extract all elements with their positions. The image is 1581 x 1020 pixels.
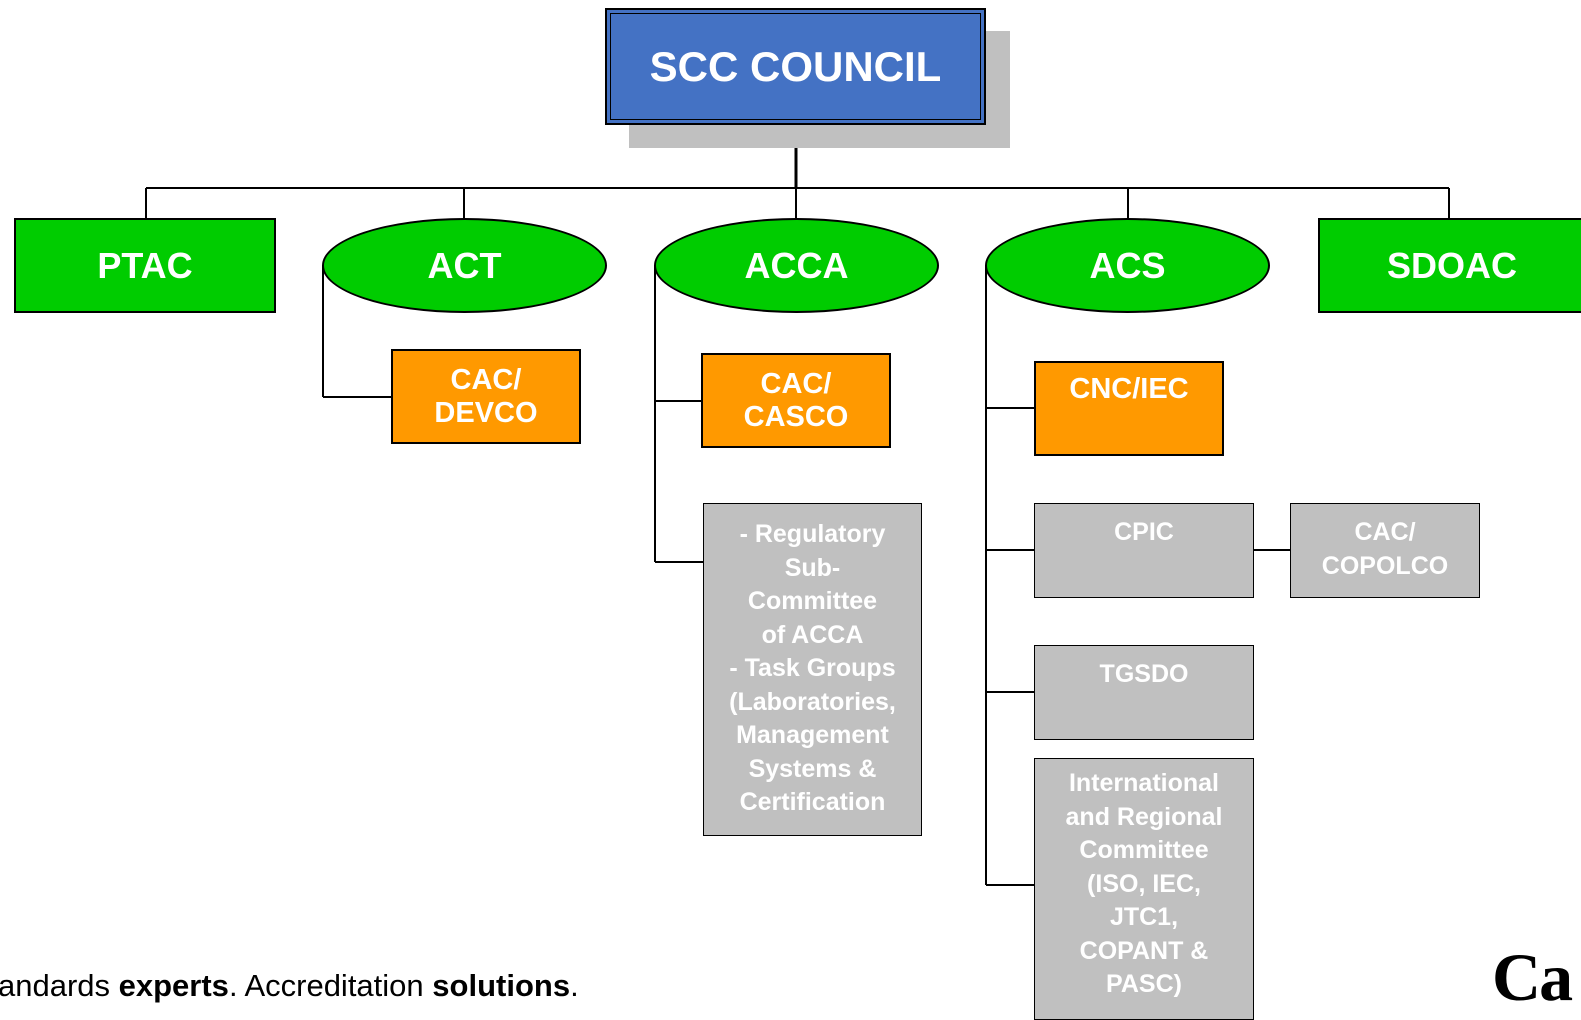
cac-copolco-node: CAC/ COPOLCO bbox=[1290, 503, 1480, 598]
acs-node: ACS bbox=[985, 218, 1270, 313]
council-node: SCC COUNCIL bbox=[605, 8, 986, 125]
sdoac-node: SDOAC bbox=[1318, 218, 1581, 313]
tagline: andards experts. Accreditation solutions… bbox=[0, 968, 579, 1004]
tagline-bold-experts: experts bbox=[118, 968, 229, 1003]
tagline-text-2: . Accreditation bbox=[228, 968, 433, 1003]
tagline-text-3: . bbox=[570, 968, 579, 1003]
ptac-node: PTAC bbox=[14, 218, 276, 313]
international-regional-committee-node: International and Regional Committee (IS… bbox=[1034, 758, 1254, 1020]
acca-node: ACCA bbox=[654, 218, 939, 313]
tgsdo-node: TGSDO bbox=[1034, 645, 1254, 740]
tagline-bold-solutions: solutions bbox=[432, 968, 571, 1003]
tagline-text-1: andards bbox=[0, 968, 119, 1003]
cpic-node: CPIC bbox=[1034, 503, 1254, 598]
canada-wordmark: Ca bbox=[1492, 939, 1573, 1015]
regulatory-subcommittee-node: - Regulatory Sub- Committee of ACCA - Ta… bbox=[703, 503, 922, 836]
cac-devco-node: CAC/ DEVCO bbox=[391, 349, 581, 444]
cnc-iec-node: CNC/IEC bbox=[1034, 361, 1224, 456]
cac-casco-node: CAC/ CASCO bbox=[701, 353, 891, 448]
act-node: ACT bbox=[322, 218, 607, 313]
